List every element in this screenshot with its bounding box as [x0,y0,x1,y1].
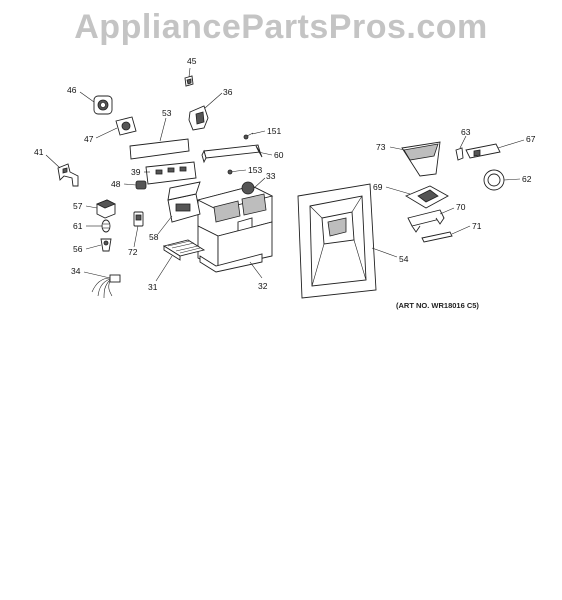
part-70-bracket [407,209,445,233]
label-39: 39 [131,167,141,177]
part-36-bracket [188,105,209,131]
label-153: 153 [248,165,262,175]
part-31-grille [162,239,206,261]
part-45-clip [184,75,194,87]
label-58: 58 [149,232,159,242]
label-48: 48 [111,179,121,189]
label-69: 69 [373,182,383,192]
label-47: 47 [84,134,94,144]
label-151: 151 [267,126,281,136]
part-53-plate [129,138,190,160]
part-60-bar [201,144,263,164]
part-58-bracket [167,181,201,223]
part-54-front-panel [297,183,377,299]
label-72: 72 [128,247,138,257]
label-63: 63 [461,127,471,137]
part-69-door [405,185,449,209]
label-67: 67 [526,134,536,144]
part-39-control-board [145,161,197,185]
label-60: 60 [274,150,284,160]
label-33: 33 [266,171,276,181]
part-73-chute [401,141,441,177]
part-34-wire-harness [91,274,121,299]
part-56-lamp [100,238,112,252]
part-72-switch [133,211,144,227]
part-71-rod [421,231,453,243]
part-153-screw [227,169,238,175]
part-62-ring [483,169,505,191]
label-45: 45 [187,56,197,66]
label-61: 61 [73,221,83,231]
label-32: 32 [258,281,268,291]
label-71: 71 [472,221,482,231]
part-41-lever [57,163,79,187]
leader-lines [45,67,525,282]
label-56: 56 [73,244,83,254]
label-46: 46 [67,85,77,95]
part-48-component [135,180,147,190]
part-151-screw [243,132,254,140]
label-70: 70 [456,202,466,212]
label-57: 57 [73,201,83,211]
part-67-bracket [465,143,501,159]
part-46-cap [93,95,113,115]
watermark-text: AppliancePartsPros.com [74,8,488,46]
label-62: 62 [522,174,532,184]
part-61-spring [101,219,111,233]
part-32-lower-housing [197,221,273,273]
part-63-clip [455,147,464,161]
label-53: 53 [162,108,172,118]
label-36: 36 [223,87,233,97]
part-57-actuator [96,199,116,219]
label-34: 34 [71,266,81,276]
art-number-caption: (ART NO. WR18016 C5) [396,301,479,310]
label-31: 31 [148,282,158,292]
part-47-switch-housing [115,116,137,136]
label-73: 73 [376,142,386,152]
callout-labels: 45 46 36 53 47 151 41 60 39 153 33 48 57… [34,56,536,292]
label-41: 41 [34,147,44,157]
label-54: 54 [399,254,409,264]
